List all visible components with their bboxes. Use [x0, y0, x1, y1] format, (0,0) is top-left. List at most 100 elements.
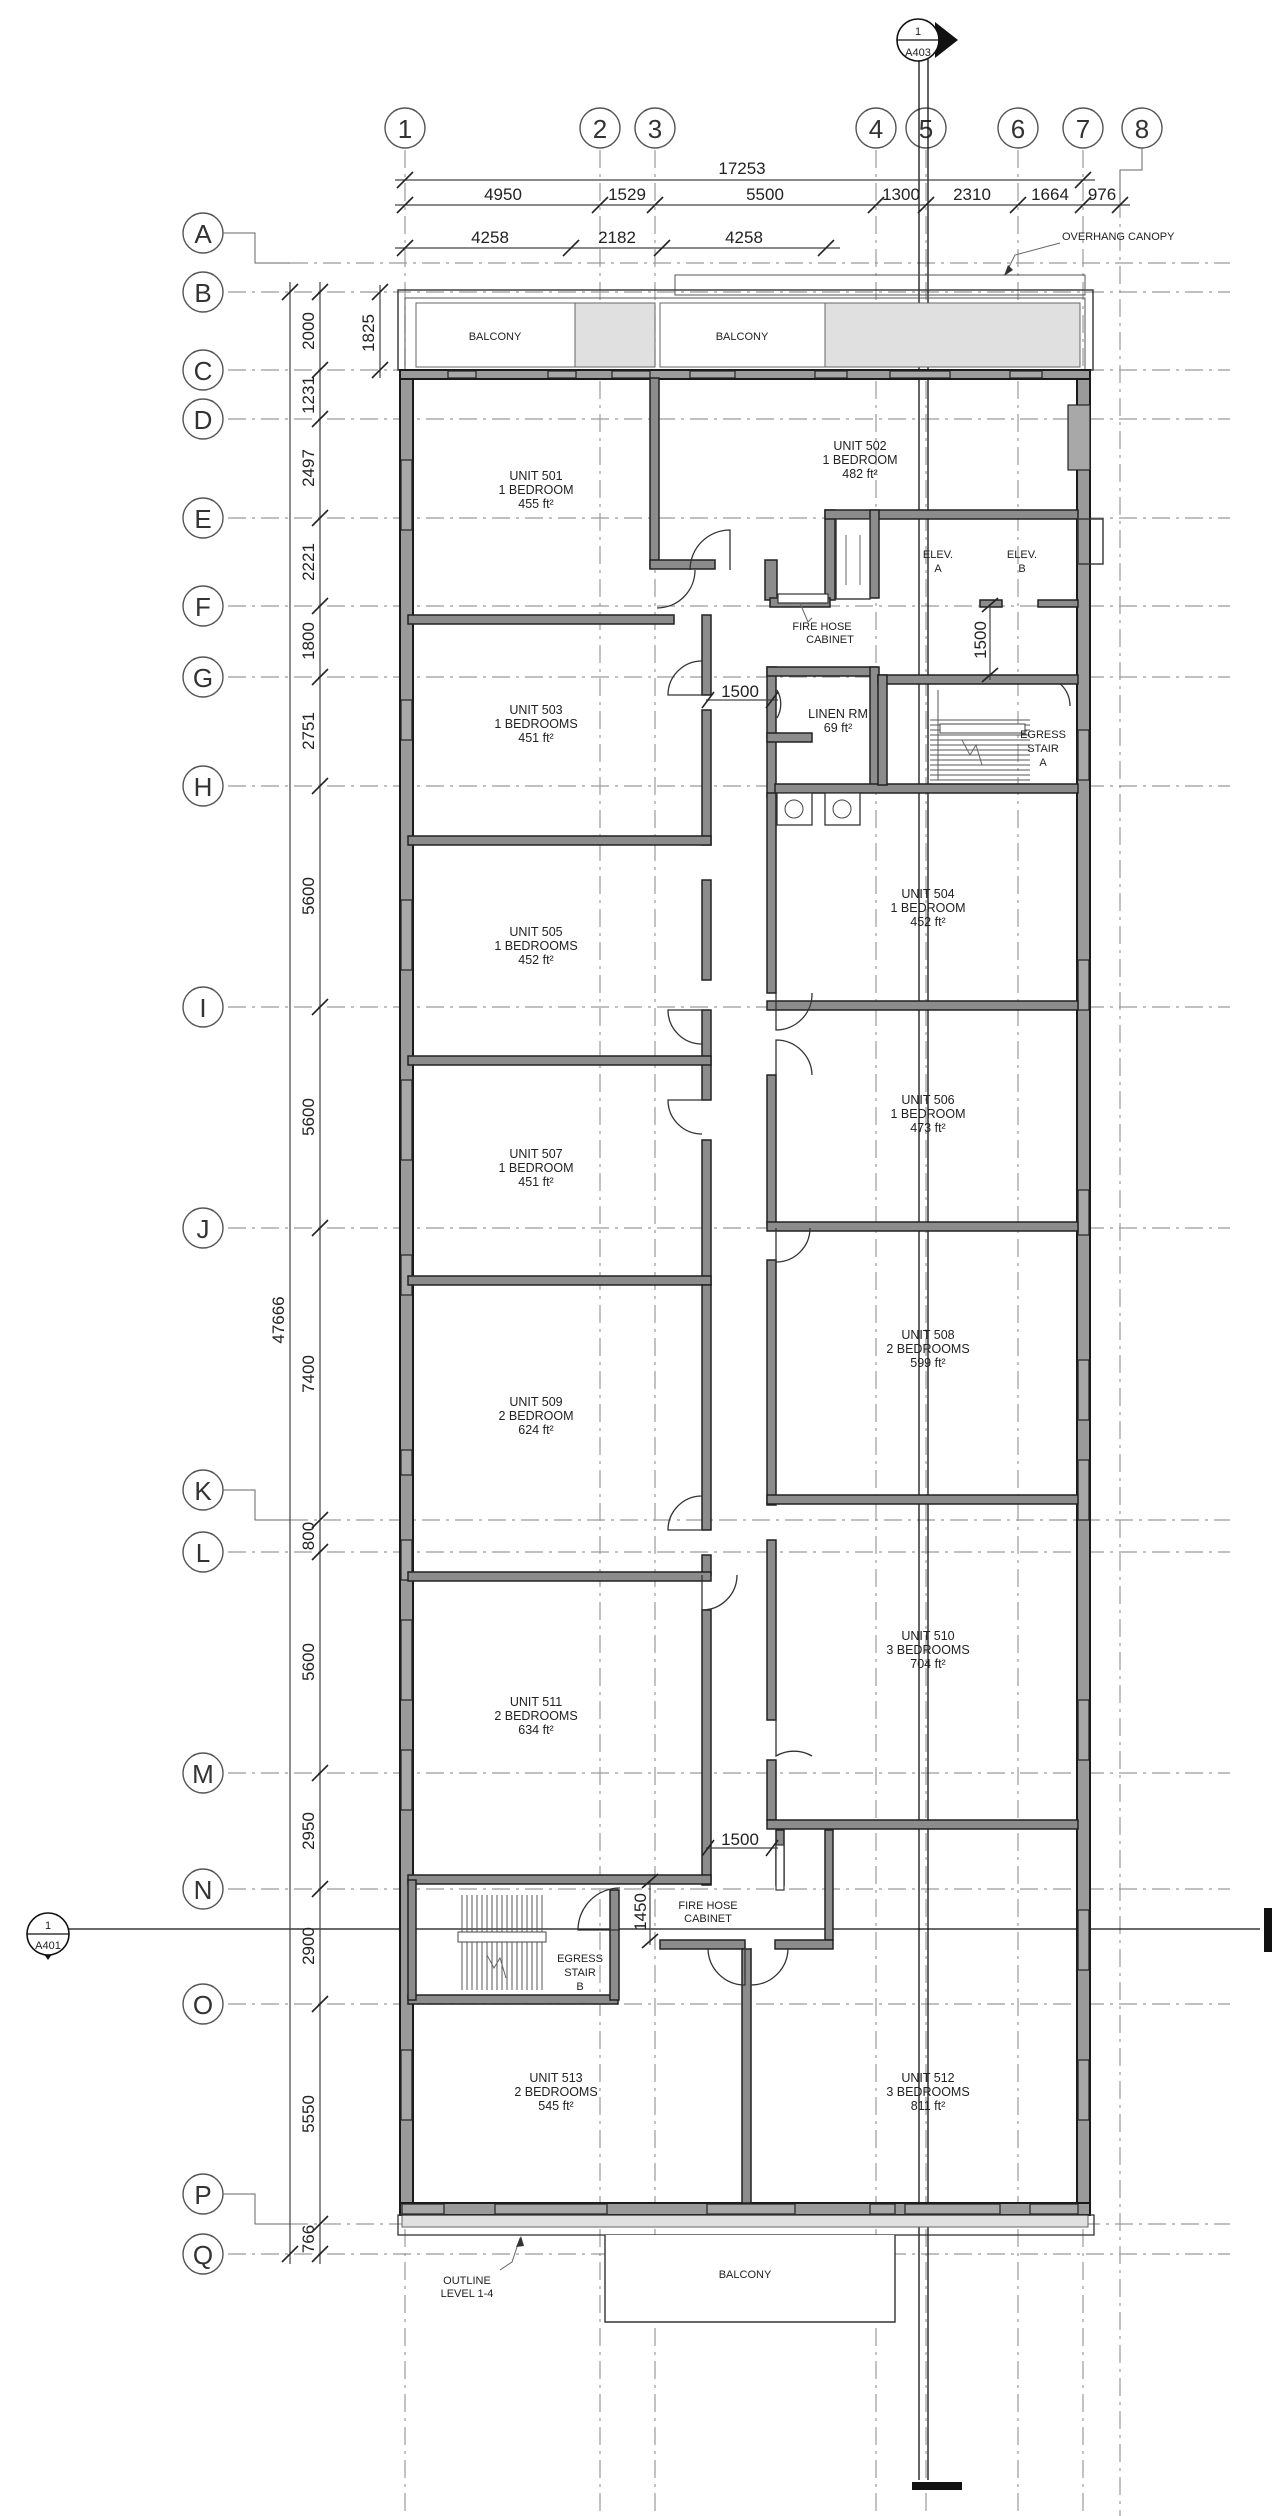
- door-unit-511: [701, 1574, 738, 1611]
- unit-510-area: 704 ft²: [910, 1657, 945, 1671]
- left-dimensions: 47666 2000 1231 2497 2221 1800 2751 5600…: [269, 282, 389, 2264]
- unit-506-name: UNIT 506: [901, 1093, 954, 1107]
- dim-col-4-5: 1300: [882, 185, 920, 204]
- unit-503-type: 1 BEDROOMS: [494, 717, 577, 731]
- grid-bubble-row-M: M: [182, 1752, 224, 1794]
- unit-513: UNIT 513 2 BEDROOMS 545 ft²: [514, 2071, 597, 2113]
- grid-label-row-B: B: [194, 278, 211, 308]
- row-grid-bubbles: A B C D E F G H: [182, 212, 290, 2275]
- top-balcony-zone: BALCONY BALCONY OVERHANG CANOPY: [397, 231, 1175, 371]
- unit-507-area: 451 ft²: [518, 1175, 553, 1189]
- balcony-bottom-label: BALCONY: [719, 2269, 772, 2281]
- grid-label-row-F: F: [195, 592, 211, 622]
- unit-505-area: 452 ft²: [518, 953, 553, 967]
- grid-bubble-row-O: O: [182, 1983, 224, 2025]
- grid-bubble-col-7: 7: [1062, 107, 1104, 149]
- unit-510-type: 3 BEDROOMS: [886, 1643, 969, 1657]
- unit-507-type: 1 BEDROOM: [498, 1161, 573, 1175]
- corridor-width-b: 1500: [971, 621, 990, 659]
- fire-hose-cabinet-top: FIRE HOSE CABINET: [777, 593, 854, 646]
- grid-label-col-5: 5: [919, 114, 933, 144]
- dim-M-N: 2950: [299, 1812, 318, 1850]
- dim-E-F: 2221: [299, 543, 318, 581]
- grid-label-col-4: 4: [869, 114, 883, 144]
- grid-label-col-2: 2: [593, 114, 607, 144]
- corridor-width-a: 1500: [721, 682, 759, 701]
- unit-508: UNIT 508 2 BEDROOMS 599 ft²: [886, 1328, 969, 1370]
- door-unit-512-a: [707, 1947, 746, 1986]
- dim-col-7-8: 976: [1088, 185, 1116, 204]
- grid-bubble-row-E: E: [182, 497, 224, 539]
- grid-bubble-col-5: 5: [905, 107, 947, 149]
- unit-509-area: 624 ft²: [518, 1423, 553, 1437]
- egress-stair-a-word: STAIR: [1027, 743, 1059, 755]
- egress-stair-b-word: STAIR: [564, 1967, 596, 1979]
- section-left-sheet: A401: [35, 1940, 61, 1952]
- elevator-b-label: ELEV.: [1007, 549, 1037, 561]
- outline-note-line1: OUTLINE: [443, 2275, 491, 2287]
- dim-D-E: 2497: [299, 449, 318, 487]
- unit-504-name: UNIT 504: [901, 887, 954, 901]
- egress-stair-a: EGRESS STAIR A: [877, 674, 1079, 786]
- grid-bubble-row-J: J: [182, 1207, 224, 1249]
- grid-bubble-col-1: 1: [384, 107, 426, 149]
- unit-513-area: 545 ft²: [538, 2099, 573, 2113]
- dim-overall-height: 47666: [269, 1296, 288, 1343]
- unit-505: UNIT 505 1 BEDROOMS 452 ft²: [494, 925, 577, 967]
- fire-hose-cabinet-bottom: FIRE HOSE CABINET: [678, 1844, 785, 1925]
- grid-bubble-row-F: F: [182, 585, 224, 627]
- unit-507: UNIT 507 1 BEDROOM 451 ft²: [498, 1147, 573, 1189]
- grid-bubble-row-P: P: [182, 2173, 290, 2225]
- grid-label-row-K: K: [194, 1476, 212, 1506]
- door-unit-513: [577, 1887, 621, 1931]
- unit-511: UNIT 511 2 BEDROOMS 634 ft²: [494, 1695, 577, 1737]
- planter-left: [574, 302, 656, 368]
- corridor-width-d: 1450: [631, 1893, 650, 1931]
- grid-bubble-col-6: 6: [997, 107, 1039, 149]
- unit-502-area: 482 ft²: [842, 467, 877, 481]
- unit-504: UNIT 504 1 BEDROOM 452 ft²: [890, 887, 965, 929]
- bottom-balcony-zone: BALCONY OUTLINE LEVEL 1-4: [397, 2214, 1095, 2323]
- egress-stair-b-label: EGRESS: [557, 1953, 603, 1965]
- linen-room-area: 69 ft²: [824, 721, 853, 735]
- door-unit-507: [667, 1099, 703, 1135]
- grid-bubble-row-K: K: [182, 1469, 290, 1521]
- dim-G-H: 2751: [299, 712, 318, 750]
- fire-hose-bottom-label: FIRE HOSE: [678, 1900, 737, 1912]
- unit-509-type: 2 BEDROOM: [498, 1409, 573, 1423]
- dim-col-6-7: 1664: [1031, 185, 1069, 204]
- egress-stair-a-label: EGRESS: [1020, 729, 1066, 741]
- grid-bubble-row-G: G: [182, 656, 224, 698]
- grid-label-row-P: P: [194, 2180, 211, 2210]
- fire-hose-bottom-cabinet: CABINET: [684, 1913, 732, 1925]
- unit-504-type: 1 BEDROOM: [890, 901, 965, 915]
- door-unit-512-b: [750, 1947, 789, 1986]
- grid-bubble-row-B: B: [182, 271, 224, 313]
- unit-501-name: UNIT 501: [509, 469, 562, 483]
- dim-N-O: 2900: [299, 1927, 318, 1965]
- planter-right: [824, 302, 1081, 368]
- grid-bubble-row-Q: Q: [182, 2233, 224, 2275]
- door-unit-504: [775, 992, 813, 1031]
- elevator-a-label: ELEV.: [923, 549, 953, 561]
- grid-label-row-M: M: [192, 1759, 214, 1789]
- unit-510-name: UNIT 510: [901, 1629, 954, 1643]
- grid-bubble-col-3: 3: [634, 107, 676, 149]
- dim-col-3-4: 5500: [746, 185, 784, 204]
- grid-label-row-N: N: [194, 1875, 213, 1905]
- unit-512-name: UNIT 512: [901, 2071, 954, 2085]
- grid-label-col-3: 3: [648, 114, 662, 144]
- grid-label-row-D: D: [194, 405, 213, 435]
- door-unit-503: [667, 660, 703, 696]
- interior-walls: [407, 377, 1079, 2204]
- grid-bubble-row-C: C: [182, 349, 224, 391]
- section-top-sheet: A403: [905, 47, 931, 59]
- door-unit-501: [656, 569, 696, 609]
- door-unit-502: [689, 529, 731, 571]
- door-unit-510: [775, 1720, 813, 1758]
- grid-label-row-I: I: [199, 993, 206, 1023]
- exterior-walls: [399, 369, 1091, 2216]
- unit-510: UNIT 510 3 BEDROOMS 704 ft²: [886, 1629, 969, 1671]
- dim-window-1: 4258: [471, 228, 509, 247]
- dim-C-D: 1231: [299, 376, 318, 414]
